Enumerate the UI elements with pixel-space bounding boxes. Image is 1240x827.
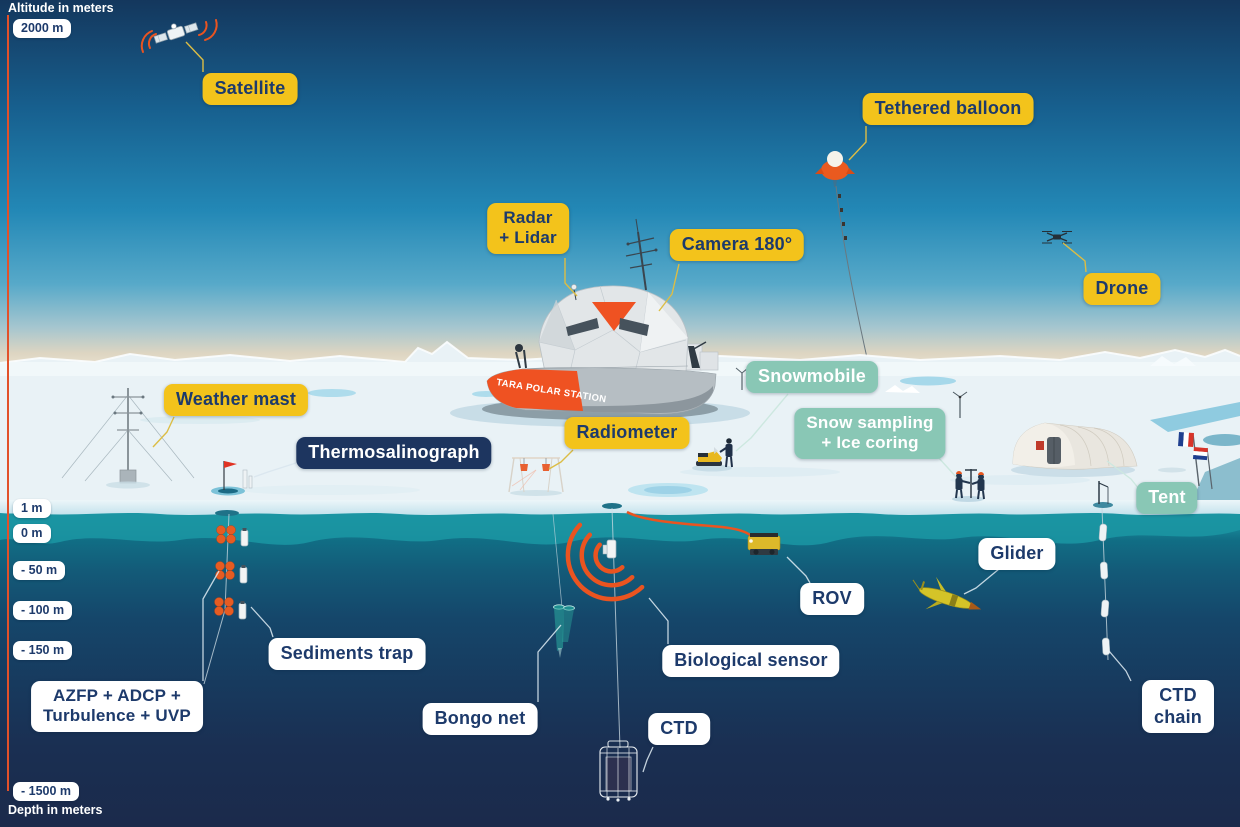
label-snow-sampling: Snow sampling + Ice coring	[794, 408, 946, 459]
depth-mark-150m: - 150 m	[13, 641, 73, 660]
label-bongo-net: Bongo net	[422, 703, 538, 735]
label-radiometer: Radiometer	[564, 417, 690, 449]
on-ice-elements: TARA POLAR STATION	[61, 218, 1213, 508]
label-rov: ROV	[800, 583, 864, 615]
label-radar-lidar: Radar + Lidar	[487, 203, 569, 254]
label-ctd-chain: CTD chain	[1141, 680, 1215, 734]
label-camera-180: Camera 180°	[669, 229, 805, 261]
label-weather-mast: Weather mast	[163, 384, 309, 416]
label-tethered-balloon: Tethered balloon	[862, 93, 1034, 125]
ctd-rosette-icon	[599, 740, 638, 802]
snowmobile-icon	[692, 438, 733, 472]
altitude-mark-2000m: 2000 m	[13, 19, 72, 38]
altitude-axis-title: Altitude in meters	[8, 1, 114, 15]
depth-mark-100m: - 100 m	[13, 601, 73, 620]
wind-sensor-icon	[952, 391, 968, 418]
thermosalinograph-site-icon	[211, 461, 253, 496]
underwater-instruments	[203, 503, 1111, 802]
weather-mast-icon	[61, 388, 195, 489]
satellite-icon	[140, 19, 218, 53]
depth-mark-50m: - 50 m	[13, 561, 66, 580]
radiometer-icon	[508, 457, 564, 496]
label-sediments-trap: Sediments trap	[268, 638, 426, 670]
depth-axis-title: Depth in meters	[8, 803, 103, 817]
rov-icon	[626, 510, 781, 555]
biological-sensor-icon	[565, 503, 645, 749]
ctd-chain-winch-icon	[1093, 481, 1113, 508]
bongo-net-icon	[552, 513, 575, 658]
flags-icon	[1158, 432, 1213, 490]
label-satellite: Satellite	[202, 73, 298, 105]
mooring-azfp-icon	[203, 510, 249, 685]
label-glider: Glider	[978, 538, 1056, 570]
depth-mark-0m: 0 m	[13, 524, 51, 543]
ice-coring-people-icon	[952, 469, 985, 502]
label-tent: Tent	[1136, 482, 1198, 514]
label-snowmobile: Snowmobile	[745, 361, 879, 393]
tent-icon	[1011, 422, 1138, 477]
label-drone: Drone	[1083, 273, 1161, 305]
ctd-chain-icon	[1098, 507, 1111, 661]
label-thermosalinograph: Thermosalinograph	[296, 437, 492, 469]
depth-mark-1500m: - 1500 m	[13, 782, 80, 801]
label-biological-sensor: Biological sensor	[662, 645, 840, 677]
label-ctd: CTD	[648, 713, 710, 745]
leader-lines	[152, 41, 1140, 773]
depth-mark-1m: 1 m	[13, 499, 51, 518]
label-azfp-adcp: AZFP + ADCP + Turbulence + UVP	[31, 681, 203, 732]
